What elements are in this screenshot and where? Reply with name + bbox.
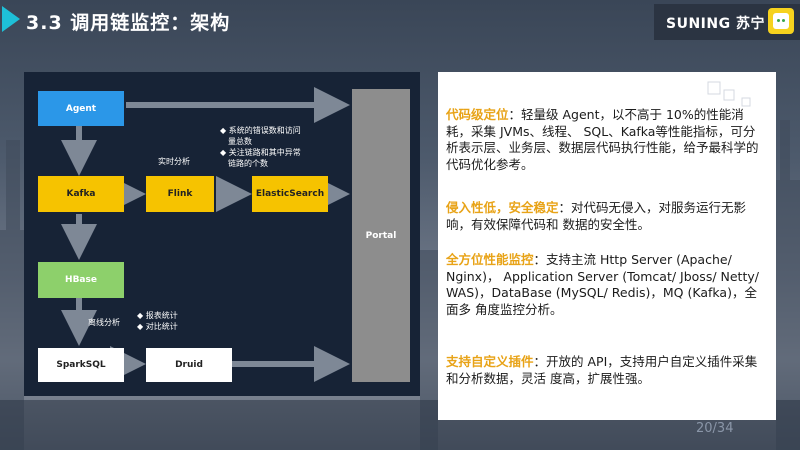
feature-title: 全方位性能监控 <box>446 252 534 267</box>
portal-node: Portal <box>352 89 410 382</box>
offline-analysis-label: 离线分析 <box>88 318 120 327</box>
realtime-note-line: ◆ 关注链路和其中异常 <box>220 148 301 157</box>
feature-title: 侵入性低，安全稳定 <box>446 200 559 215</box>
kafka-node: Kafka <box>38 176 124 212</box>
feature-body: ：轻量级 Agent，以不高于 10%的性能消耗，采集 JVMs、线程、 SQL… <box>446 107 759 172</box>
flink-node: Flink <box>146 176 214 212</box>
architecture-diagram: Agent Kafka Flink ElasticSearch HBase Sp… <box>24 72 420 396</box>
feature-custom-plugin: 支持自定义插件：开放的 API，支持用户自定义插件采集和分析数据，灵活 度高，扩… <box>446 354 766 387</box>
realtime-note-line: ◆ 系统的错误数和访问 <box>220 126 301 135</box>
realtime-note-line: 链路的个数 <box>228 159 268 168</box>
decorative-squares <box>707 81 751 107</box>
diagram-arrows <box>61 87 350 382</box>
suning-logo-icon <box>768 8 794 34</box>
offline-note-line: ◆ 对比统计 <box>137 322 178 331</box>
offline-note-line: ◆ 报表统计 <box>137 311 178 320</box>
feature-body: ：支持主流 Http Server (Apache/ Nginx)， Appli… <box>446 252 759 317</box>
brand-text: SUNING 苏宁 <box>666 16 765 32</box>
sparksql-node: SparkSQL <box>38 348 124 382</box>
druid-node: Druid <box>146 348 232 382</box>
play-arrow-icon <box>2 6 20 32</box>
brand-badge: SUNING 苏宁 <box>654 4 800 40</box>
hbase-node: HBase <box>38 262 124 298</box>
feature-code-location: 代码级定位：轻量级 Agent，以不高于 10%的性能消耗，采集 JVMs、线程… <box>446 107 766 173</box>
feature-full-monitoring: 全方位性能监控：支持主流 Http Server (Apache/ Nginx)… <box>446 252 766 318</box>
realtime-note-line: 量总数 <box>228 137 252 146</box>
agent-node: Agent <box>38 91 124 126</box>
page-title: 3.3 调用链监控：架构 <box>26 12 231 34</box>
feature-title: 支持自定义插件 <box>446 354 534 369</box>
page-number: 20/34 <box>696 421 734 436</box>
realtime-notes: ◆ 系统的错误数和访问 量总数 ◆ 关注链路和其中异常 链路的个数 <box>220 125 301 169</box>
realtime-analysis-label: 实时分析 <box>158 157 190 166</box>
feature-body: ：开放的 API，支持用户自定义插件采集和分析数据，灵活 度高，扩展性强。 <box>446 354 758 386</box>
description-panel: 代码级定位：轻量级 Agent，以不高于 10%的性能消耗，采集 JVMs、线程… <box>438 72 776 420</box>
feature-low-intrusion: 侵入性低，安全稳定：对代码无侵入，对服务运行无影响，有效保障代码和 数据的安全性… <box>446 200 766 233</box>
offline-notes: ◆ 报表统计 ◆ 对比统计 <box>137 310 178 332</box>
feature-body: ：对代码无侵入，对服务运行无影响，有效保障代码和 数据的安全性。 <box>446 200 747 232</box>
header: 3.3 调用链监控：架构 SUNING 苏宁 <box>0 0 800 44</box>
feature-title: 代码级定位 <box>446 107 509 122</box>
elasticsearch-node: ElasticSearch <box>252 176 328 212</box>
